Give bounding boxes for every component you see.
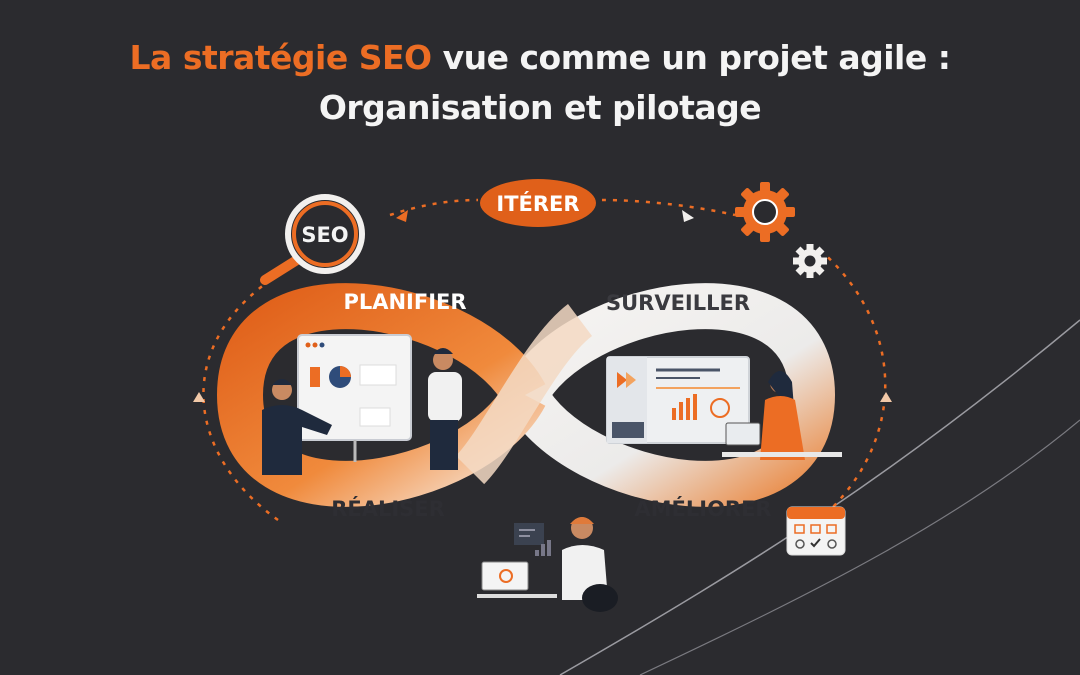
plan-label: PLANIFIER — [343, 290, 466, 314]
improve-label: AMÉLIORER — [634, 496, 771, 521]
orbit-dashed-path — [819, 249, 887, 511]
person-presenter — [428, 348, 462, 470]
planning-board — [297, 334, 412, 462]
arrow-icon — [880, 392, 892, 402]
person-developer — [477, 517, 618, 612]
title-highlight: La stratégie SEO — [129, 38, 433, 77]
orbit-dashed-path — [202, 260, 301, 522]
monitor-label: SURVEILLER — [606, 291, 750, 315]
calendar-icon — [786, 506, 846, 556]
small-gear-icon — [793, 244, 827, 278]
seo-badge-label: SEO — [301, 223, 348, 247]
decorative-line — [639, 419, 1080, 675]
person-seated-left — [262, 379, 332, 475]
arrow-icon — [193, 392, 205, 402]
page-title-line-2: Organisation et pilotage — [318, 88, 762, 127]
person-analyst — [722, 371, 842, 460]
infinity-crossing — [455, 304, 593, 485]
execute-label: RÉALISER — [331, 496, 445, 521]
page-title-line-1: La stratégie SEO vue comme un projet agi… — [0, 38, 1080, 77]
arrow-icon — [682, 210, 694, 222]
title-rest: vue comme un projet agile : — [442, 38, 951, 77]
magnifier-icon — [260, 194, 365, 285]
monitoring-dashboard — [606, 356, 750, 444]
infinity-loop-right — [504, 283, 836, 507]
iterate-pill — [480, 179, 596, 227]
gear-icon — [735, 182, 795, 242]
orbit-dashed-path — [601, 198, 736, 217]
orbit-dashed-path — [389, 198, 479, 217]
iterate-label: ITÉRER — [496, 191, 579, 216]
arrow-icon — [396, 210, 408, 222]
